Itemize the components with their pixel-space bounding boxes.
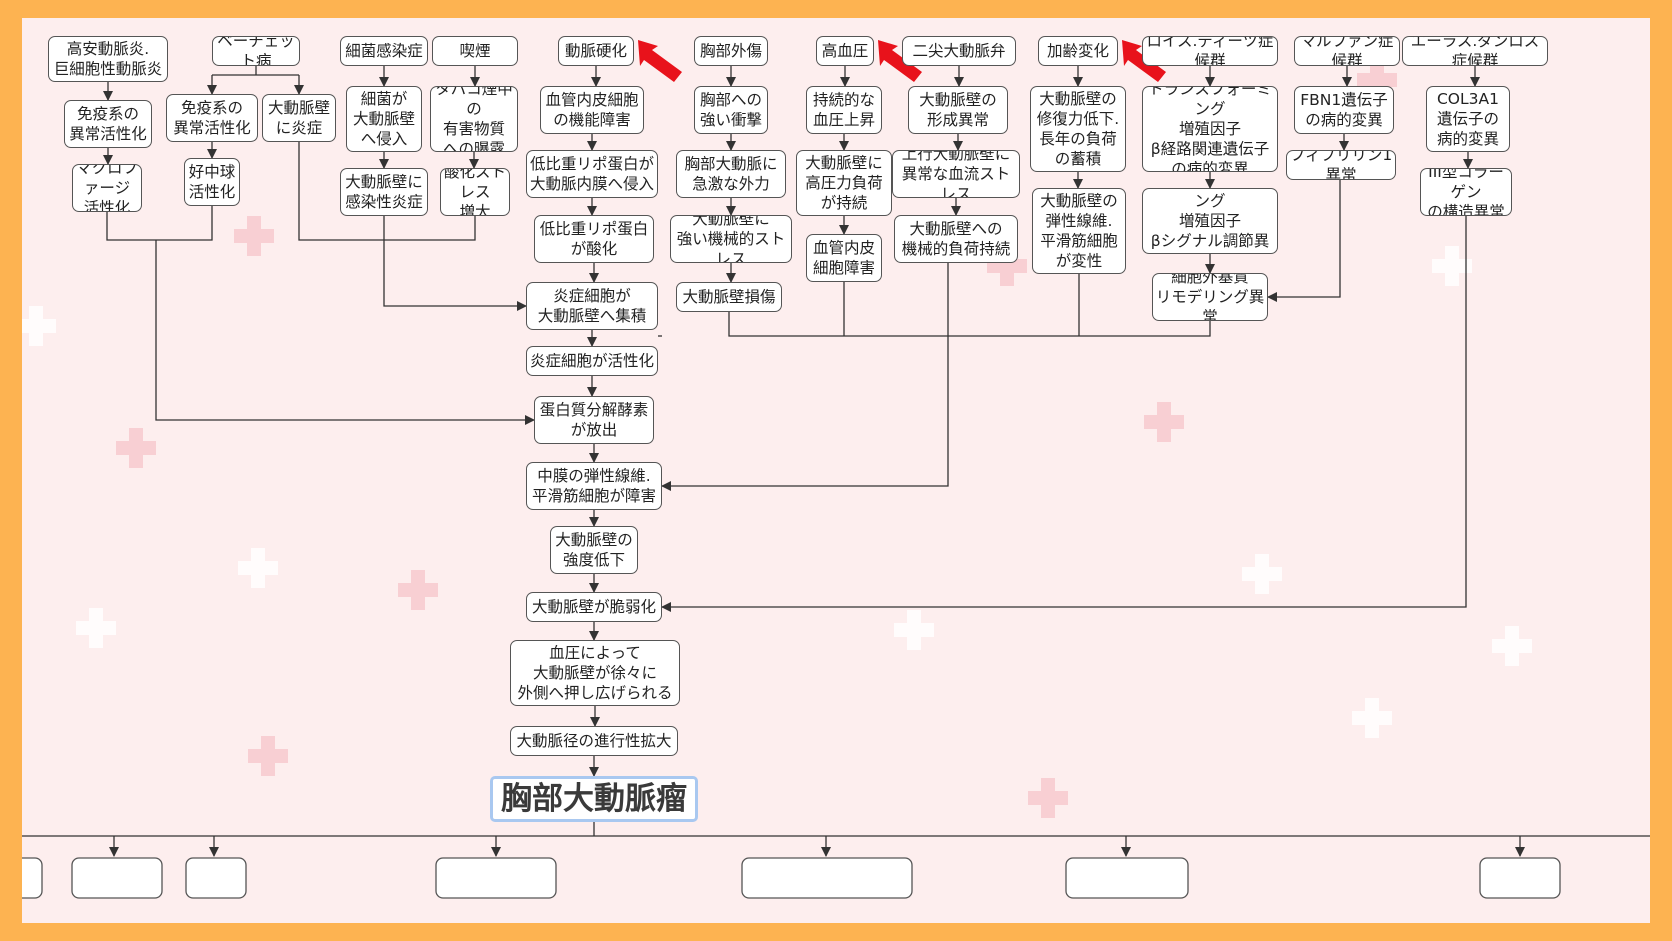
truncated-node — [435, 857, 557, 899]
flow-node-m7: 血圧によって 大動脈壁が徐々に 外側へ押し広げられる — [510, 640, 680, 706]
flow-node-s15: 大動脈壁に 強い機械的ストレス — [670, 215, 792, 263]
flow-node-c10: ロイス.ディーツ症候群 — [1142, 36, 1278, 66]
connector-layer — [22, 40, 1650, 899]
diagram-canvas: 高安動脈炎. 巨細胞性動脈炎 ベーチェット病 細菌感染症喫煙 動脈硬化 胸部外傷 高血圧二… — [22, 18, 1650, 923]
connector-arrow — [1267, 180, 1341, 302]
truncated-node — [71, 857, 163, 899]
decorative-cross-icon — [22, 306, 56, 346]
flow-node-s8: タバコ煙中の 有害物質 への曝露 — [430, 86, 518, 152]
flow-node-c1: 高安動脈炎. 巨細胞性動脈炎 — [48, 36, 168, 82]
flow-node-s6: 細菌が 大動脈壁 へ侵入 — [346, 86, 422, 152]
flow-node-c3: 細菌感染症 — [340, 36, 428, 66]
flow-node-s26: トランスフォーミング 増殖因子 βシグナル調節異常 — [1142, 188, 1278, 254]
decorative-cross-icon — [76, 608, 116, 648]
decorative-cross-icon — [234, 216, 274, 256]
flow-node-s16: 大動脈壁損傷 — [676, 282, 782, 312]
flow-node-m4: 中膜の弾性線維. 平滑筋細胞が障害 — [526, 462, 662, 510]
flow-node-m8: 大動脈径の進行性拡大 — [510, 726, 678, 756]
flow-node-s14: 胸部大動脈に 急激な外力 — [676, 150, 786, 198]
flow-node-m2: 炎症細胞が活性化 — [526, 346, 658, 376]
flow-node-c6: 胸部外傷 — [694, 36, 768, 66]
decorative-cross-icon — [1352, 698, 1392, 738]
flow-node-c4: 喫煙 — [432, 36, 518, 66]
highlight-arrow-icon — [638, 40, 682, 82]
flow-node-s11: 低比重リポ蛋白が 大動脈内膜へ侵入 — [526, 150, 658, 198]
flow-node-s28: FBN1遺伝子 の病的変異 — [1294, 86, 1394, 134]
flow-node-s9: 酸化ストレス 増大 — [440, 168, 510, 216]
flow-node-s25: トランスフォーミング 増殖因子 β経路関連遺伝子 の病的変異 — [1142, 86, 1278, 172]
flow-node-s17: 持続的な 血圧上昇 — [806, 86, 882, 134]
flow-node-c5: 動脈硬化 — [558, 36, 634, 66]
flow-node-s31: III型コラーゲン の構造異常 — [1420, 168, 1512, 216]
flow-node-s1: 免疫系の 異常活性化 — [64, 100, 152, 148]
truncated-node — [1479, 857, 1561, 899]
decorative-cross-icon — [1492, 626, 1532, 666]
connector-arrow — [298, 142, 476, 241]
flow-node-s22: 大動脈壁への 機械的負荷持続 — [894, 215, 1018, 263]
flow-node-c11: マルファン症候群 — [1294, 36, 1400, 66]
highlight-arrow-icon — [878, 40, 922, 82]
flow-node-s12: 低比重リポ蛋白 が酸化 — [534, 215, 654, 263]
flow-node-s5: 好中球 活性化 — [184, 158, 240, 206]
connector-arrow — [728, 312, 1211, 337]
flow-node-s2: 免疫系の 異常活性化 — [166, 94, 258, 142]
decorative-cross-icon — [1432, 246, 1472, 286]
flow-node-s23: 大動脈壁の 修復力低下. 長年の負荷 の蓄積 — [1030, 86, 1126, 172]
flow-node-s18: 大動脈壁に 高圧力負荷 が持続 — [796, 150, 892, 216]
decorative-cross-icon — [398, 570, 438, 610]
main-outcome-node: 胸部大動脈瘤 — [490, 776, 698, 822]
flow-node-c9: 加齢変化 — [1038, 36, 1118, 66]
flow-node-c12: エーラス.ダンロス症候群 — [1402, 36, 1548, 66]
flow-node-c2: ベーチェット病 — [212, 36, 300, 66]
flow-node-m6: 大動脈壁が脆弱化 — [526, 592, 662, 622]
flow-node-s3: 大動脈壁 に炎症 — [262, 94, 336, 142]
flow-node-c7: 高血圧 — [816, 36, 874, 66]
decorative-cross-icon — [238, 548, 278, 588]
flow-node-s13: 胸部への 強い衝撃 — [694, 86, 768, 134]
flow-node-s24: 大動脈壁の 弾性線維. 平滑筋細胞 が変性 — [1032, 188, 1126, 274]
flow-node-s19: 血管内皮 細胞障害 — [806, 234, 882, 282]
decorative-cross-icon — [1028, 778, 1068, 818]
truncated-node — [22, 857, 43, 899]
decorative-cross-icon — [116, 428, 156, 468]
flow-node-c8: 二尖大動脈弁 — [902, 36, 1016, 66]
decorative-cross-icon — [1144, 402, 1184, 442]
flow-node-m3: 蛋白質分解酵素 が放出 — [534, 396, 654, 444]
connector-arrow — [661, 263, 949, 491]
connector-arrow — [155, 240, 535, 425]
decorative-cross-icon — [894, 610, 934, 650]
flow-node-m1: 炎症細胞が 大動脈壁へ集積 — [526, 282, 658, 330]
flow-node-s29: フィブリリン1異常 — [1286, 150, 1396, 180]
flow-node-s21: 上行大動脈壁に 異常な血流ストレス — [892, 150, 1020, 198]
truncated-node — [185, 857, 247, 899]
flow-node-s30: COL3A1 遺伝子の 病的変異 — [1426, 86, 1510, 152]
flow-node-s4: マクロファージ 活性化 — [72, 164, 142, 212]
flow-node-s20: 大動脈壁の 形成異常 — [908, 86, 1008, 134]
truncated-node — [1065, 857, 1189, 899]
flow-node-s10: 血管内皮細胞 の機能障害 — [540, 86, 644, 134]
connector-arrow — [661, 216, 1467, 612]
flow-node-s27: 細胞外基質 リモデリング異常 — [1152, 273, 1268, 321]
connector-arrow — [106, 206, 213, 241]
decorative-cross-icon — [1242, 554, 1282, 594]
truncated-node — [741, 857, 913, 899]
connector-arrow — [383, 216, 527, 311]
flow-node-s7: 大動脈壁に 感染性炎症 — [340, 168, 428, 216]
decorative-cross-icon — [1357, 60, 1397, 100]
decorative-cross-icon — [248, 736, 288, 776]
flow-node-m5: 大動脈壁の 強度低下 — [550, 526, 638, 574]
decorative-cross-icon — [987, 246, 1027, 286]
background-pattern — [22, 60, 1532, 818]
